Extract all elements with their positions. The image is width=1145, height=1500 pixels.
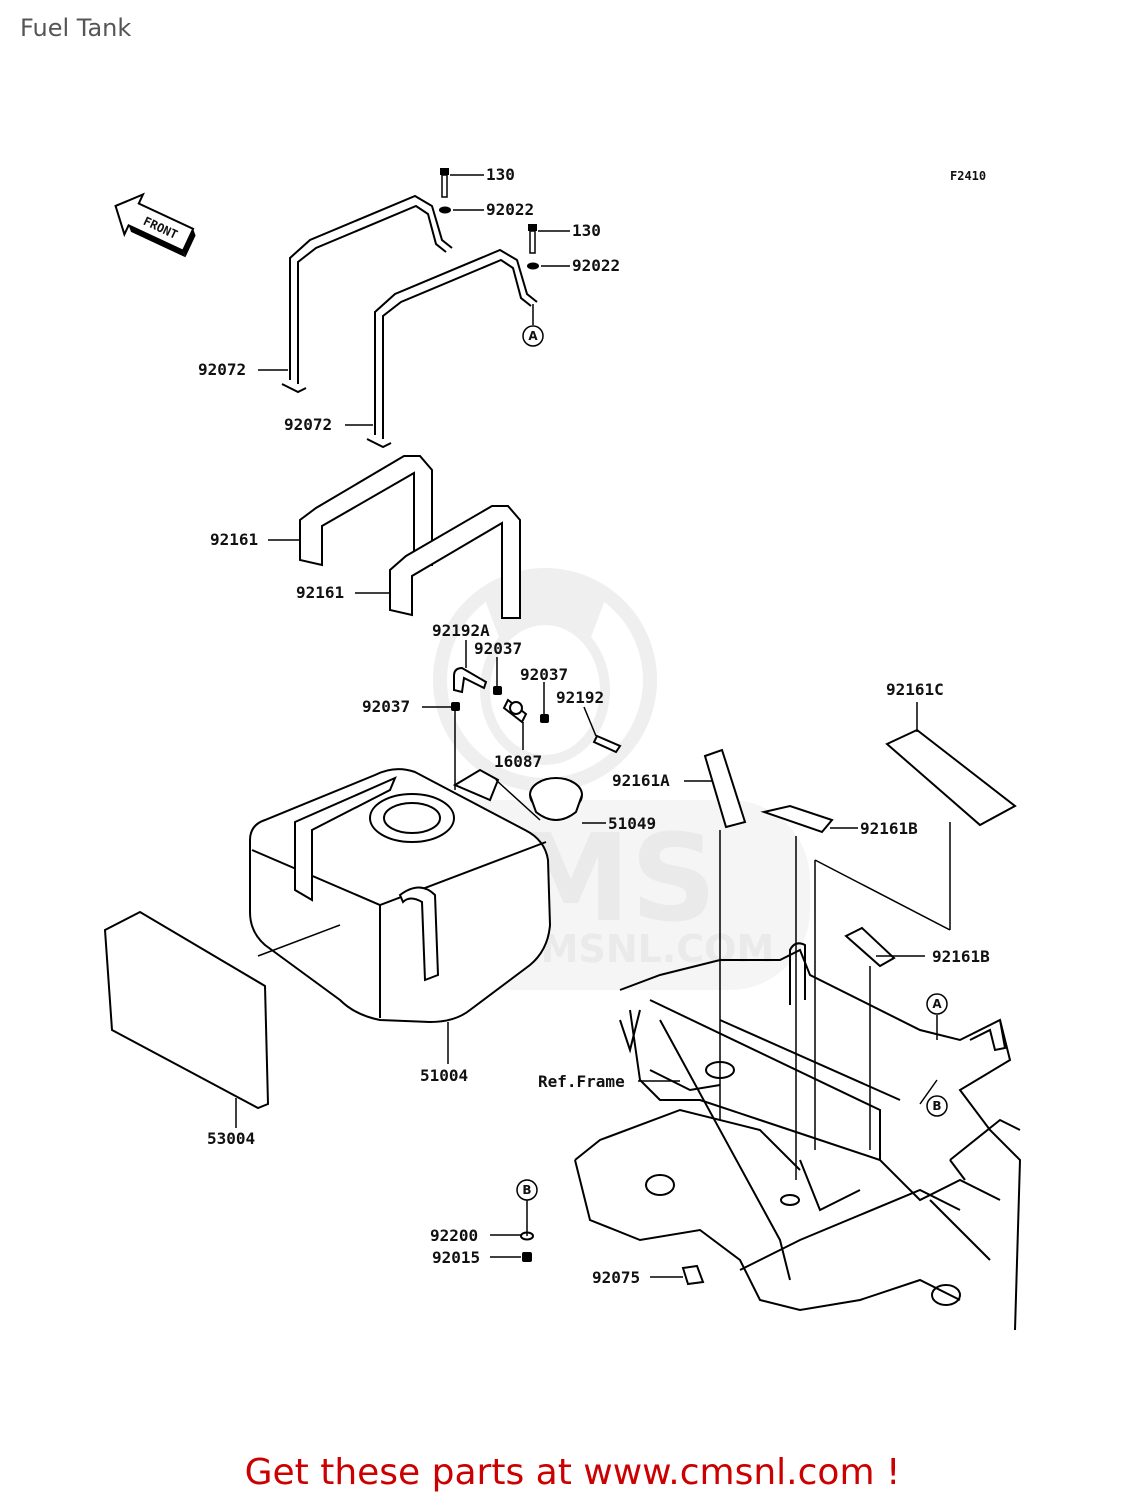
marker-b-frame: B [926, 1095, 948, 1117]
label-ref-frame: Ref.Frame [538, 1072, 625, 1091]
ref-code: F2410 [950, 169, 986, 183]
svg-text:B: B [522, 1183, 531, 1197]
clamp-92037-c [451, 702, 460, 711]
label-92192: 92192 [556, 688, 604, 707]
fuel-tank-51004 [249, 768, 552, 1024]
label-92192A: 92192A [432, 621, 490, 640]
heat-shield-53004 [103, 910, 270, 1110]
page-title: Fuel Tank [20, 14, 132, 42]
label-130-b: 130 [572, 221, 601, 240]
label-92037-a: 92037 [474, 639, 522, 658]
clamp-92037-a [493, 686, 502, 695]
svg-text:B: B [932, 1099, 941, 1113]
label-92022-b: 92022 [572, 256, 620, 275]
marker-b-bottom: B [516, 1179, 538, 1201]
pad-92161-a [299, 455, 433, 567]
damper-92075 [681, 1264, 705, 1286]
pad-92161C [885, 728, 1017, 827]
clamp-92037-b [540, 714, 549, 723]
pad-92161B-1 [760, 804, 834, 834]
bolt-130-a [440, 168, 449, 198]
bolt-130-b [528, 224, 537, 254]
svg-text:A: A [932, 997, 942, 1011]
label-92037-b: 92037 [520, 665, 568, 684]
footer-cta-link[interactable]: Get these parts at www.cmsnl.com ! [244, 1452, 901, 1493]
hose-92192 [592, 734, 622, 754]
pad-92161-b [389, 505, 521, 619]
label-92161-b: 92161 [296, 583, 344, 602]
label-92037-c: 92037 [362, 697, 410, 716]
leader-lines [235, 174, 951, 1278]
marker-a-frame: A [926, 993, 948, 1015]
pad-92161A [703, 748, 747, 829]
label-16087: 16087 [494, 752, 542, 771]
front-direction-arrow: FRONT [114, 192, 196, 258]
label-92015: 92015 [432, 1248, 480, 1267]
label-92200: 92200 [430, 1226, 478, 1245]
svg-text:A: A [528, 329, 538, 343]
ref-frame [574, 942, 1022, 1331]
label-92161A: 92161A [612, 771, 670, 790]
strap-92072-a [281, 194, 453, 394]
label-92072-b: 92072 [284, 415, 332, 434]
label-92072-a: 92072 [198, 360, 246, 379]
washer-92022-b [527, 262, 539, 270]
label-92075: 92075 [592, 1268, 640, 1287]
label-92161B-1: 92161B [860, 819, 918, 838]
label-92022-a: 92022 [486, 200, 534, 219]
label-92161B-2: 92161B [932, 947, 990, 966]
marker-a-top: A [522, 325, 544, 347]
label-92161C: 92161C [886, 680, 944, 699]
valve-16087 [502, 698, 528, 724]
washer-92022-a [439, 206, 451, 214]
strap-92072-b [366, 248, 538, 449]
label-130-a: 130 [486, 165, 515, 184]
nut-92015 [522, 1252, 532, 1262]
pad-92161B-2 [844, 926, 896, 968]
label-51049: 51049 [608, 814, 656, 833]
fuel-cap-51049 [529, 777, 583, 821]
label-92161-a: 92161 [210, 530, 258, 549]
label-53004: 53004 [207, 1129, 255, 1148]
label-51004: 51004 [420, 1066, 468, 1085]
hose-92192A [453, 666, 488, 694]
